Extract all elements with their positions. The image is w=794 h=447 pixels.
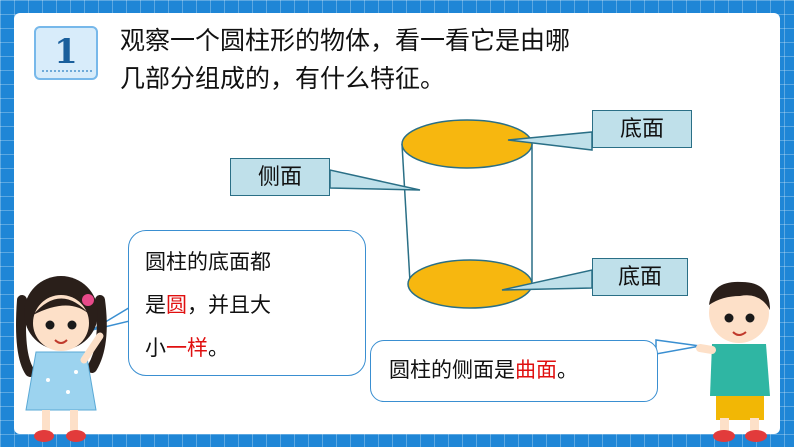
- label-side-face: 侧面: [230, 158, 330, 196]
- step-number: 1: [54, 32, 78, 72]
- girl-bubble-line-1: 圆柱的底面都: [145, 250, 271, 274]
- prompt-line-2: 几部分组成的，有什么特征。: [120, 64, 446, 93]
- girl-character: [16, 276, 107, 442]
- label-bottom-face-top: 底面: [592, 110, 692, 148]
- girl-line-3-post: 。: [208, 336, 229, 360]
- girl-bubble-line-2: 是圆，并且大: [145, 284, 365, 327]
- label-bottom-face-bottom: 底面: [592, 258, 688, 296]
- boy-bubble-pre: 圆柱的侧面是: [389, 358, 515, 382]
- girl-line-2-highlight: 圆: [166, 293, 187, 317]
- prompt-line-1: 观察一个圆柱形的物体，看一看它是由哪: [120, 26, 571, 55]
- question-prompt: 观察一个圆柱形的物体，看一看它是由哪 几部分组成的，有什么特征。: [120, 22, 720, 98]
- girl-line-2-pre: 是: [145, 293, 166, 317]
- boy-bubble-post: 。: [557, 358, 578, 382]
- boy-bubble-tail: [655, 339, 701, 355]
- bottom-face-ellipse: [407, 259, 533, 309]
- girl-line-3-pre: 小: [145, 336, 166, 360]
- step-number-badge: 1: [34, 26, 98, 80]
- top-face-ellipse: [401, 119, 533, 169]
- cylinder-left-edge: [401, 143, 411, 283]
- badge-dotted-line: [42, 70, 92, 72]
- girl-line-2-post: ，并且大: [187, 293, 271, 317]
- boy-bubble-highlight: 曲面: [515, 358, 557, 382]
- boy-speech-bubble: 圆柱的侧面是曲面。: [370, 340, 658, 402]
- girl-line-3-highlight: 一样: [166, 336, 208, 360]
- boy-character: [696, 281, 770, 442]
- girl-speech-bubble: 圆柱的底面都 是圆，并且大 小一样。: [128, 230, 366, 376]
- girl-bubble-line-3: 小一样。: [145, 327, 365, 370]
- side-label-pointer: [329, 169, 421, 191]
